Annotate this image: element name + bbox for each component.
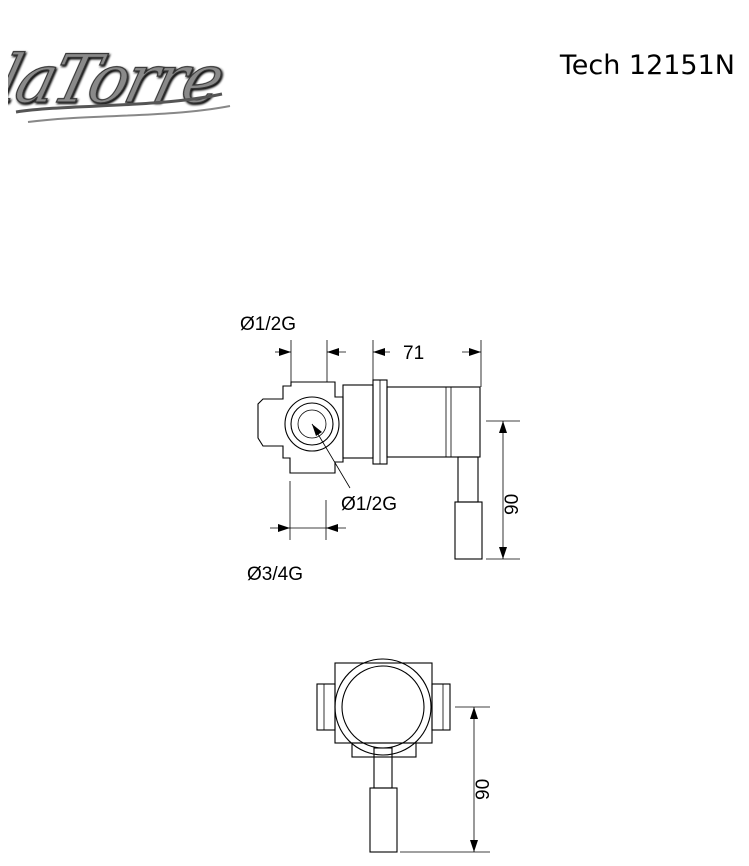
svg-text:laTorre: laTorre <box>8 41 230 118</box>
front-lever-grip <box>369 787 398 853</box>
front-right-port <box>431 683 451 731</box>
valve-body <box>257 381 344 474</box>
brand-logo: laTorre <box>8 40 230 123</box>
lever-stem <box>457 456 479 503</box>
outlet-connector-inner <box>290 402 334 446</box>
front-bottom-port <box>351 742 417 758</box>
outlet-connector-bore <box>297 409 327 439</box>
front-handle-inner <box>341 665 425 749</box>
side-view: Ø1/2G 71 Ø1/2G Ø3/4G 90 <box>240 314 523 585</box>
front-left-port <box>316 683 336 731</box>
dim-bottom-inlet-label: Ø3/4G <box>247 564 303 585</box>
outlet-connector-outer <box>284 396 340 452</box>
dim-lever-label-side: 90 <box>502 494 523 515</box>
dim-top-inlet-label: Ø1/2G <box>240 314 296 335</box>
dim-outlet-label: Ø1/2G <box>341 494 397 515</box>
cartridge-housing <box>342 384 374 459</box>
front-view: 90 <box>316 658 494 853</box>
dim-depth-label: 71 <box>403 343 424 364</box>
handle-body <box>386 386 481 458</box>
product-code: Tech 12151N <box>559 50 735 81</box>
front-handle-outer <box>334 658 432 756</box>
lever-grip <box>454 501 483 560</box>
front-lever-stem <box>373 747 393 789</box>
dim-lever-label-front: 90 <box>473 779 494 800</box>
outlet-leader <box>311 423 351 489</box>
outlet-leader-arrow <box>312 424 322 436</box>
